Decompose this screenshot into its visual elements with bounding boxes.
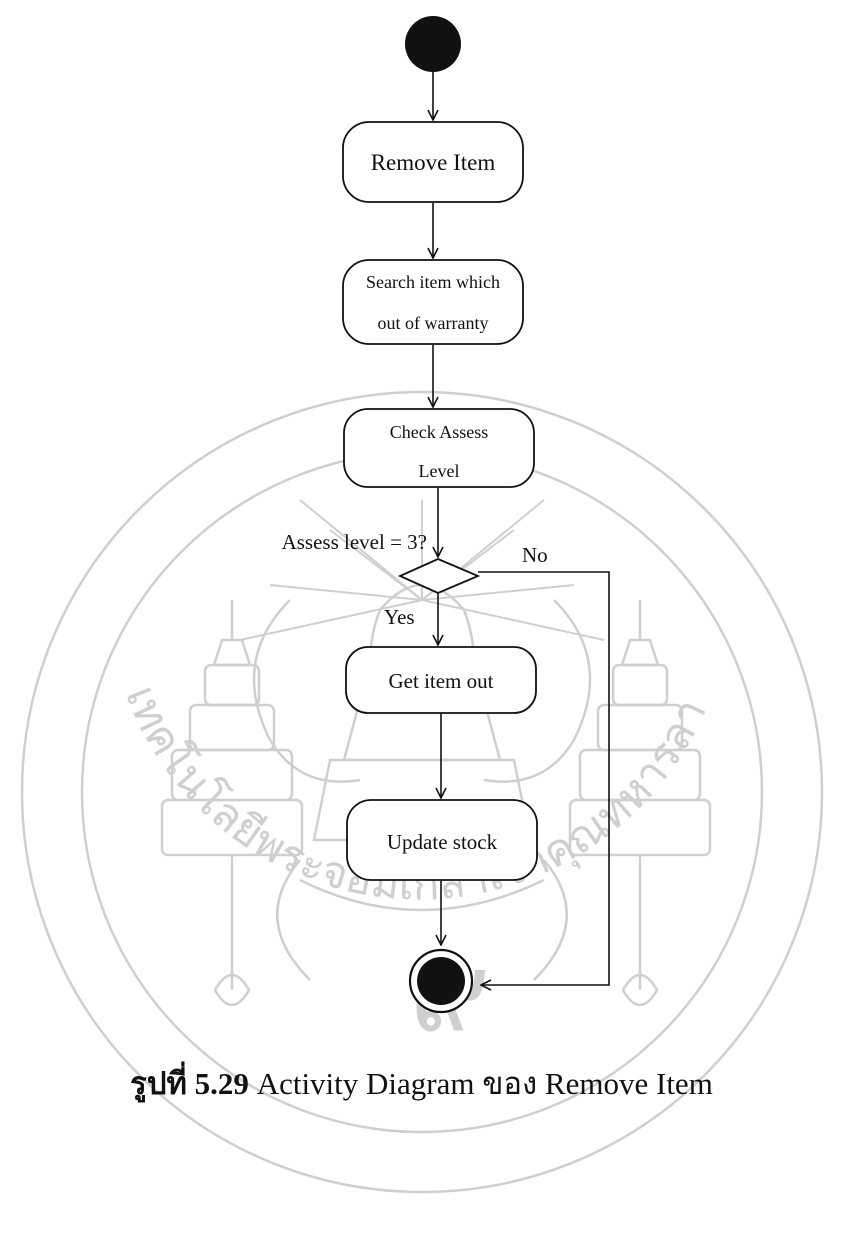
figure-caption-text: Activity Diagram ของ Remove Item: [256, 1066, 713, 1101]
action-remove-item: Remove Item: [342, 121, 524, 203]
watermark-left-tower: [160, 600, 304, 1007]
action-remove-item-label: Remove Item: [371, 150, 496, 175]
action-update-stock-label: Update stock: [387, 830, 498, 854]
watermark-crown: [252, 583, 592, 981]
decision-no-label: No: [522, 543, 548, 567]
action-get-item-out: Get item out: [345, 646, 537, 714]
edge-decision-no: [478, 571, 610, 985]
watermark-outer-ring: [20, 390, 824, 1194]
action-update-stock: Update stock: [346, 799, 538, 881]
action-check-assess-label-line2: Level: [419, 461, 460, 481]
initial-node: [405, 16, 461, 72]
action-get-item-out-label: Get item out: [389, 669, 494, 693]
action-search-item-label-line1: Search item which: [366, 272, 500, 292]
decision-node: [397, 558, 481, 594]
action-search-item: Search item which out of warranty: [342, 259, 524, 345]
action-search-item-label-line2: out of warranty: [378, 313, 489, 333]
final-node: [408, 948, 474, 1014]
decision-yes-label: Yes: [384, 605, 415, 629]
watermark-right-tower: [568, 600, 712, 1007]
action-check-assess-level: Check Assess Level: [343, 408, 535, 488]
action-check-assess-label-line1: Check Assess: [390, 422, 489, 442]
decision-guard-label: Assess level = 3?: [282, 530, 427, 554]
figure-caption-number: รูปที่ 5.29: [130, 1066, 249, 1101]
flow-edges: [433, 72, 610, 985]
figure-caption: รูปที่ 5.29 Activity Diagram ของ Remove …: [0, 1058, 843, 1108]
